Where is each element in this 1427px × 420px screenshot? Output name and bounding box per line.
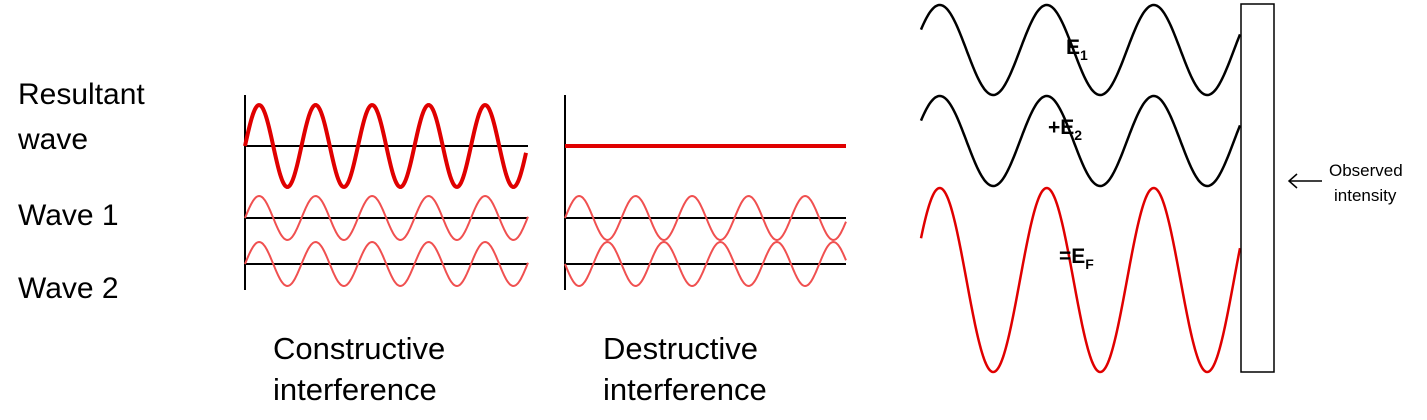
caption-destructive-line1: Destructive: [603, 331, 758, 366]
observed-label-line2: intensity: [1334, 186, 1397, 205]
field-superposition-panel: E1 +E2 =EF Observed intensity: [919, 3, 1403, 374]
caption-constructive-line1: Constructive: [273, 331, 445, 366]
label-wave-1: Wave 1: [18, 199, 119, 232]
destructive-wave-2: [564, 240, 847, 288]
observed-label-line1: Observed: [1329, 161, 1403, 180]
e1-wave: [919, 3, 1242, 97]
e1-label: E1: [1066, 36, 1088, 63]
ef-wave: [919, 186, 1242, 374]
caption-constructive-line2: interference: [273, 372, 437, 407]
e2-label: +E2: [1048, 116, 1082, 143]
arrow-left-icon: [1287, 173, 1322, 189]
detector-screen: [1240, 3, 1275, 373]
constructive-wave-2: [244, 240, 529, 288]
caption-destructive-line2: interference: [603, 372, 767, 407]
constructive-resultant-wave: [243, 102, 528, 190]
e2-wave: [919, 94, 1242, 188]
label-wave-2: Wave 2: [18, 272, 119, 305]
label-resultant: Resultant: [18, 78, 145, 111]
constructive-panel: [243, 95, 529, 290]
label-wave: wave: [17, 123, 88, 156]
constructive-wave-1: [244, 194, 529, 242]
destructive-panel: [564, 95, 847, 290]
destructive-wave-1: [564, 194, 847, 242]
ef-label: =EF: [1059, 245, 1094, 272]
